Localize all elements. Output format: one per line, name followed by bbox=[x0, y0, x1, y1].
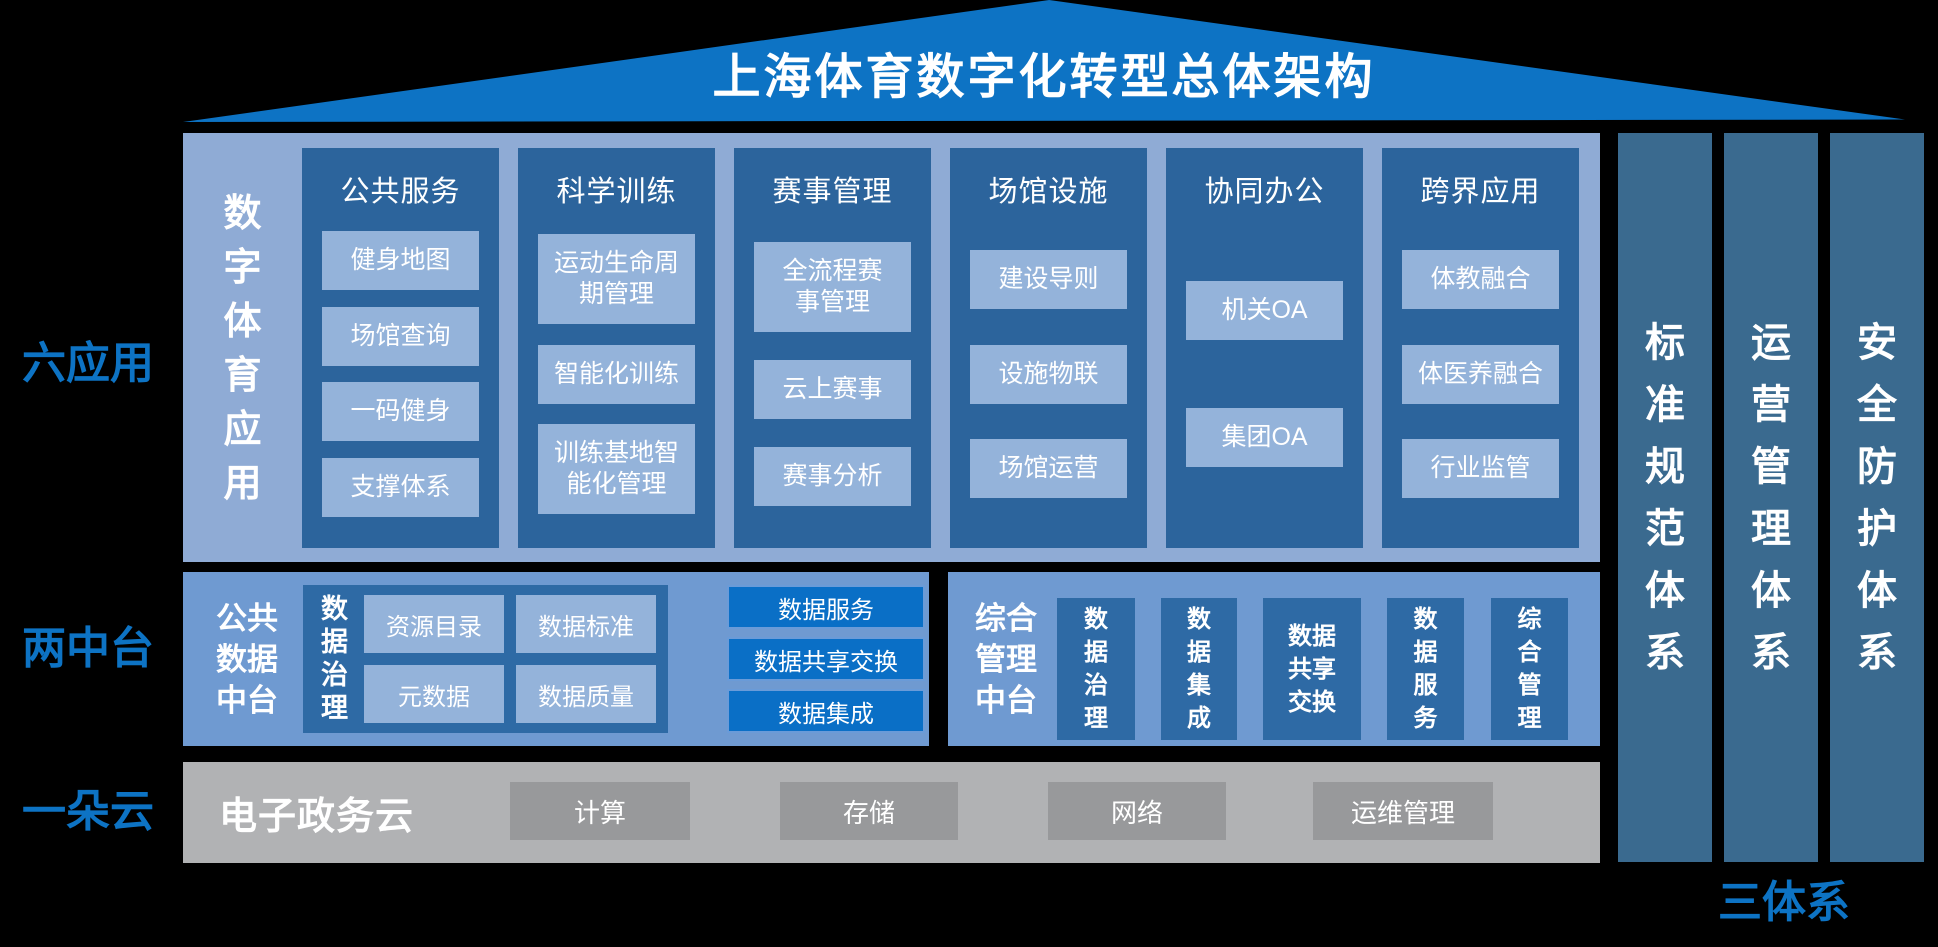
column-header: 公共服务 bbox=[340, 176, 461, 208]
management-item: 数据 共享 交换 bbox=[1263, 598, 1361, 740]
column-items: 全流程赛 事管理 云上赛事 赛事分析 bbox=[754, 214, 911, 534]
governance-item: 数据标准 bbox=[516, 595, 656, 653]
app-column-scientific-training: 科学训练 运动生命周 期管理 智能化训练 训练基地智 能化管理 bbox=[518, 148, 715, 548]
data-governance-box: 数 据 治 理 资源目录 数据标准 元数据 数据质量 bbox=[303, 585, 668, 733]
app-item: 机关OA bbox=[1186, 281, 1343, 341]
application-layer-panel: 数 字 体 育 应 用 公共服务 健身地图 场馆查询 一码健身 支撑体系 科学训… bbox=[183, 133, 1600, 562]
layer-label-two-platforms: 两中台 bbox=[22, 624, 154, 673]
app-item: 设施物联 bbox=[970, 344, 1127, 404]
column-header: 赛事管理 bbox=[772, 176, 893, 208]
app-item: 场馆运营 bbox=[970, 439, 1127, 499]
cloud-item-network: 网络 bbox=[1048, 782, 1226, 840]
app-item: 行业监管 bbox=[1402, 439, 1559, 499]
management-platform-label: 综合 管理 中台 bbox=[975, 600, 1037, 718]
management-item: 数 据 集 成 bbox=[1161, 598, 1237, 740]
app-item: 智能化训练 bbox=[538, 344, 695, 404]
pillar-operations-system: 运 营 管 理 体 系 bbox=[1724, 133, 1818, 862]
column-header: 科学训练 bbox=[556, 176, 677, 208]
roof-banner: 上海体育数字化转型总体架构 bbox=[183, 0, 1905, 122]
column-items: 体教融合 体医养融合 行业监管 bbox=[1402, 214, 1559, 534]
column-items: 运动生命周 期管理 智能化训练 训练基地智 能化管理 bbox=[538, 214, 695, 534]
app-item: 健身地图 bbox=[322, 230, 479, 290]
page-title: 上海体育数字化转型总体架构 bbox=[712, 51, 1376, 104]
egovernment-cloud-bar: 电子政务云 计算 存储 网络 运维管理 bbox=[183, 762, 1600, 863]
cloud-item-compute: 计算 bbox=[510, 782, 690, 840]
cloud-item-storage: 存储 bbox=[780, 782, 958, 840]
app-item: 运动生命周 期管理 bbox=[538, 234, 695, 325]
management-item: 综 合 管 理 bbox=[1491, 598, 1568, 740]
management-item: 数 据 治 理 bbox=[1057, 598, 1135, 740]
column-items: 机关OA 集团OA bbox=[1186, 214, 1343, 534]
app-item: 支撑体系 bbox=[322, 458, 479, 518]
pillar-security-system: 安 全 防 护 体 系 bbox=[1830, 133, 1924, 862]
app-item: 赛事分析 bbox=[754, 447, 911, 506]
pillar-standards-system: 标 准 规 范 体 系 bbox=[1618, 133, 1712, 862]
governance-item: 数据质量 bbox=[516, 665, 656, 723]
app-column-venue-facilities: 场馆设施 建设导则 设施物联 场馆运营 bbox=[950, 148, 1147, 548]
column-header: 协同办公 bbox=[1204, 176, 1325, 208]
layer-label-six-applications: 六应用 bbox=[22, 339, 154, 388]
app-item: 云上赛事 bbox=[754, 360, 911, 419]
app-item: 集团OA bbox=[1186, 407, 1343, 467]
column-items: 健身地图 场馆查询 一码健身 支撑体系 bbox=[322, 214, 479, 534]
layer-label-three-systems: 三体系 bbox=[1718, 878, 1850, 927]
public-data-platform-label: 公共 数据 中台 bbox=[216, 600, 278, 718]
app-column-public-service: 公共服务 健身地图 场馆查询 一码健身 支撑体系 bbox=[302, 148, 499, 548]
layer-label-one-cloud: 一朵云 bbox=[22, 787, 154, 836]
public-data-platform-panel: 公共 数据 中台 数 据 治 理 资源目录 数据标准 元数据 数据质量 数据服务… bbox=[183, 572, 929, 746]
column-header: 跨界应用 bbox=[1420, 176, 1541, 208]
app-item: 训练基地智 能化管理 bbox=[538, 423, 695, 514]
app-column-event-management: 赛事管理 全流程赛 事管理 云上赛事 赛事分析 bbox=[734, 148, 931, 548]
data-service-item: 数据服务 bbox=[727, 585, 925, 629]
data-governance-grid: 资源目录 数据标准 元数据 数据质量 bbox=[364, 595, 656, 723]
data-services-column: 数据服务 数据共享交换 数据集成 bbox=[727, 585, 925, 733]
egovernment-cloud-label: 电子政务云 bbox=[219, 796, 415, 838]
data-governance-label: 数 据 治 理 bbox=[321, 594, 348, 723]
column-items: 建设导则 设施物联 场馆运营 bbox=[970, 214, 1127, 534]
app-item: 全流程赛 事管理 bbox=[754, 242, 911, 332]
digital-sports-side-label: 数 字 体 育 应 用 bbox=[223, 193, 262, 505]
app-item: 一码健身 bbox=[322, 382, 479, 442]
data-service-item: 数据共享交换 bbox=[727, 637, 925, 681]
app-item: 建设导则 bbox=[970, 249, 1127, 309]
app-column-cross-sector: 跨界应用 体教融合 体医养融合 行业监管 bbox=[1382, 148, 1579, 548]
app-column-collaborative-office: 协同办公 机关OA 集团OA bbox=[1166, 148, 1363, 548]
app-item: 场馆查询 bbox=[322, 306, 479, 366]
management-item: 数 据 服 务 bbox=[1387, 598, 1464, 740]
governance-item: 资源目录 bbox=[364, 595, 504, 653]
cloud-item-ops-management: 运维管理 bbox=[1313, 782, 1493, 840]
app-item: 体教融合 bbox=[1402, 249, 1559, 309]
governance-item: 元数据 bbox=[364, 665, 504, 723]
app-item: 体医养融合 bbox=[1402, 344, 1559, 404]
data-service-item: 数据集成 bbox=[727, 689, 925, 733]
column-header: 场馆设施 bbox=[988, 176, 1109, 208]
management-platform-panel: 综合 管理 中台 数 据 治 理 数 据 集 成 数据 共享 交换 数 据 服 … bbox=[948, 572, 1600, 746]
